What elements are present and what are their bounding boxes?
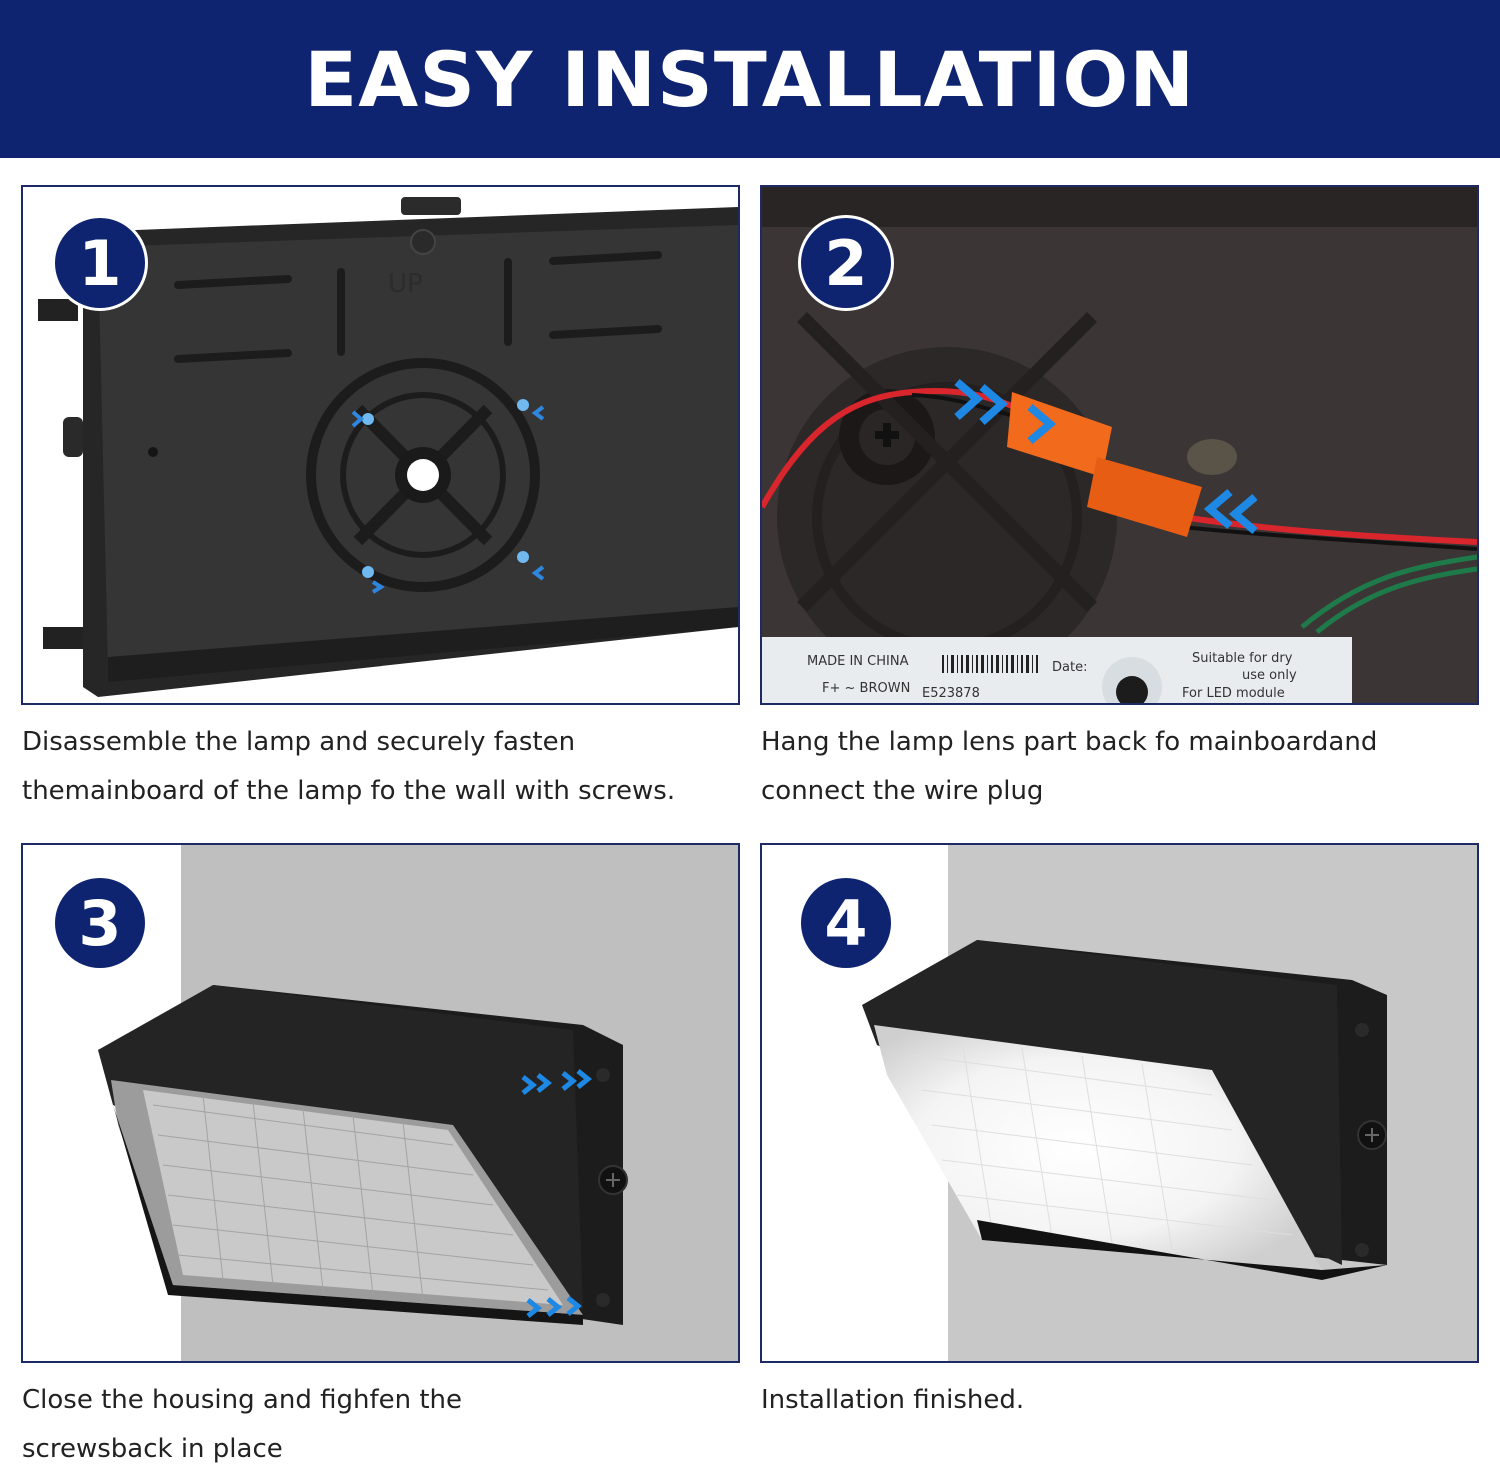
step-1-photo: UP 1 bbox=[21, 185, 740, 705]
page-title: EASY INSTALLATION bbox=[304, 34, 1196, 124]
closed-housing-illustration bbox=[23, 845, 738, 1361]
sticker-wire: F+ ~ BROWN bbox=[822, 681, 910, 696]
finished-lamp-illustration bbox=[762, 845, 1477, 1361]
sticker-use-only: use only bbox=[1242, 668, 1297, 683]
sticker-module: For LED module bbox=[1182, 686, 1285, 701]
step-3-caption-line1: Close the housing and fighfen the bbox=[22, 1385, 463, 1415]
sticker-date: Date: bbox=[1052, 660, 1087, 675]
step-3-photo: 3 bbox=[21, 843, 740, 1363]
sticker-serial: E523878 bbox=[922, 686, 980, 701]
step-3-badge: 3 bbox=[52, 875, 148, 971]
emboss-label: UP bbox=[388, 269, 423, 299]
step-3-caption: Close the housing and fighfen the screws… bbox=[22, 1376, 752, 1474]
header-banner: EASY INSTALLATION bbox=[0, 0, 1500, 158]
step-2-caption-line2: connect the wire plug bbox=[761, 776, 1044, 806]
step-1-caption-line1: Disassemble the lamp and securely fasten bbox=[22, 727, 576, 757]
step-2-caption-line1: Hang the lamp lens part back fo mainboar… bbox=[761, 727, 1378, 757]
step-3-caption-line2: screwsback in place bbox=[22, 1434, 283, 1464]
step-1-caption-line2: themainboard of the lamp fo the wall wit… bbox=[22, 776, 676, 806]
sticker-made-in: MADE IN CHINA bbox=[807, 654, 909, 669]
step-4-caption-line1: Installation finished. bbox=[761, 1385, 1025, 1415]
step-2-badge: 2 bbox=[798, 215, 894, 311]
sticker-suitable: Suitable for dry bbox=[1192, 651, 1293, 666]
step-1-caption: Disassemble the lamp and securely fasten… bbox=[22, 718, 752, 816]
step-4-photo: 4 bbox=[760, 843, 1479, 1363]
step-1-badge: 1 bbox=[52, 215, 148, 311]
step-2-photo: MADE IN CHINA F+ ~ BROWN E523878 Date: S… bbox=[760, 185, 1479, 705]
step-4-caption: Installation finished. bbox=[761, 1376, 1491, 1425]
mounting-plate-illustration: UP bbox=[23, 187, 738, 703]
step-4-badge: 4 bbox=[798, 875, 894, 971]
step-2-caption: Hang the lamp lens part back fo mainboar… bbox=[761, 718, 1491, 816]
